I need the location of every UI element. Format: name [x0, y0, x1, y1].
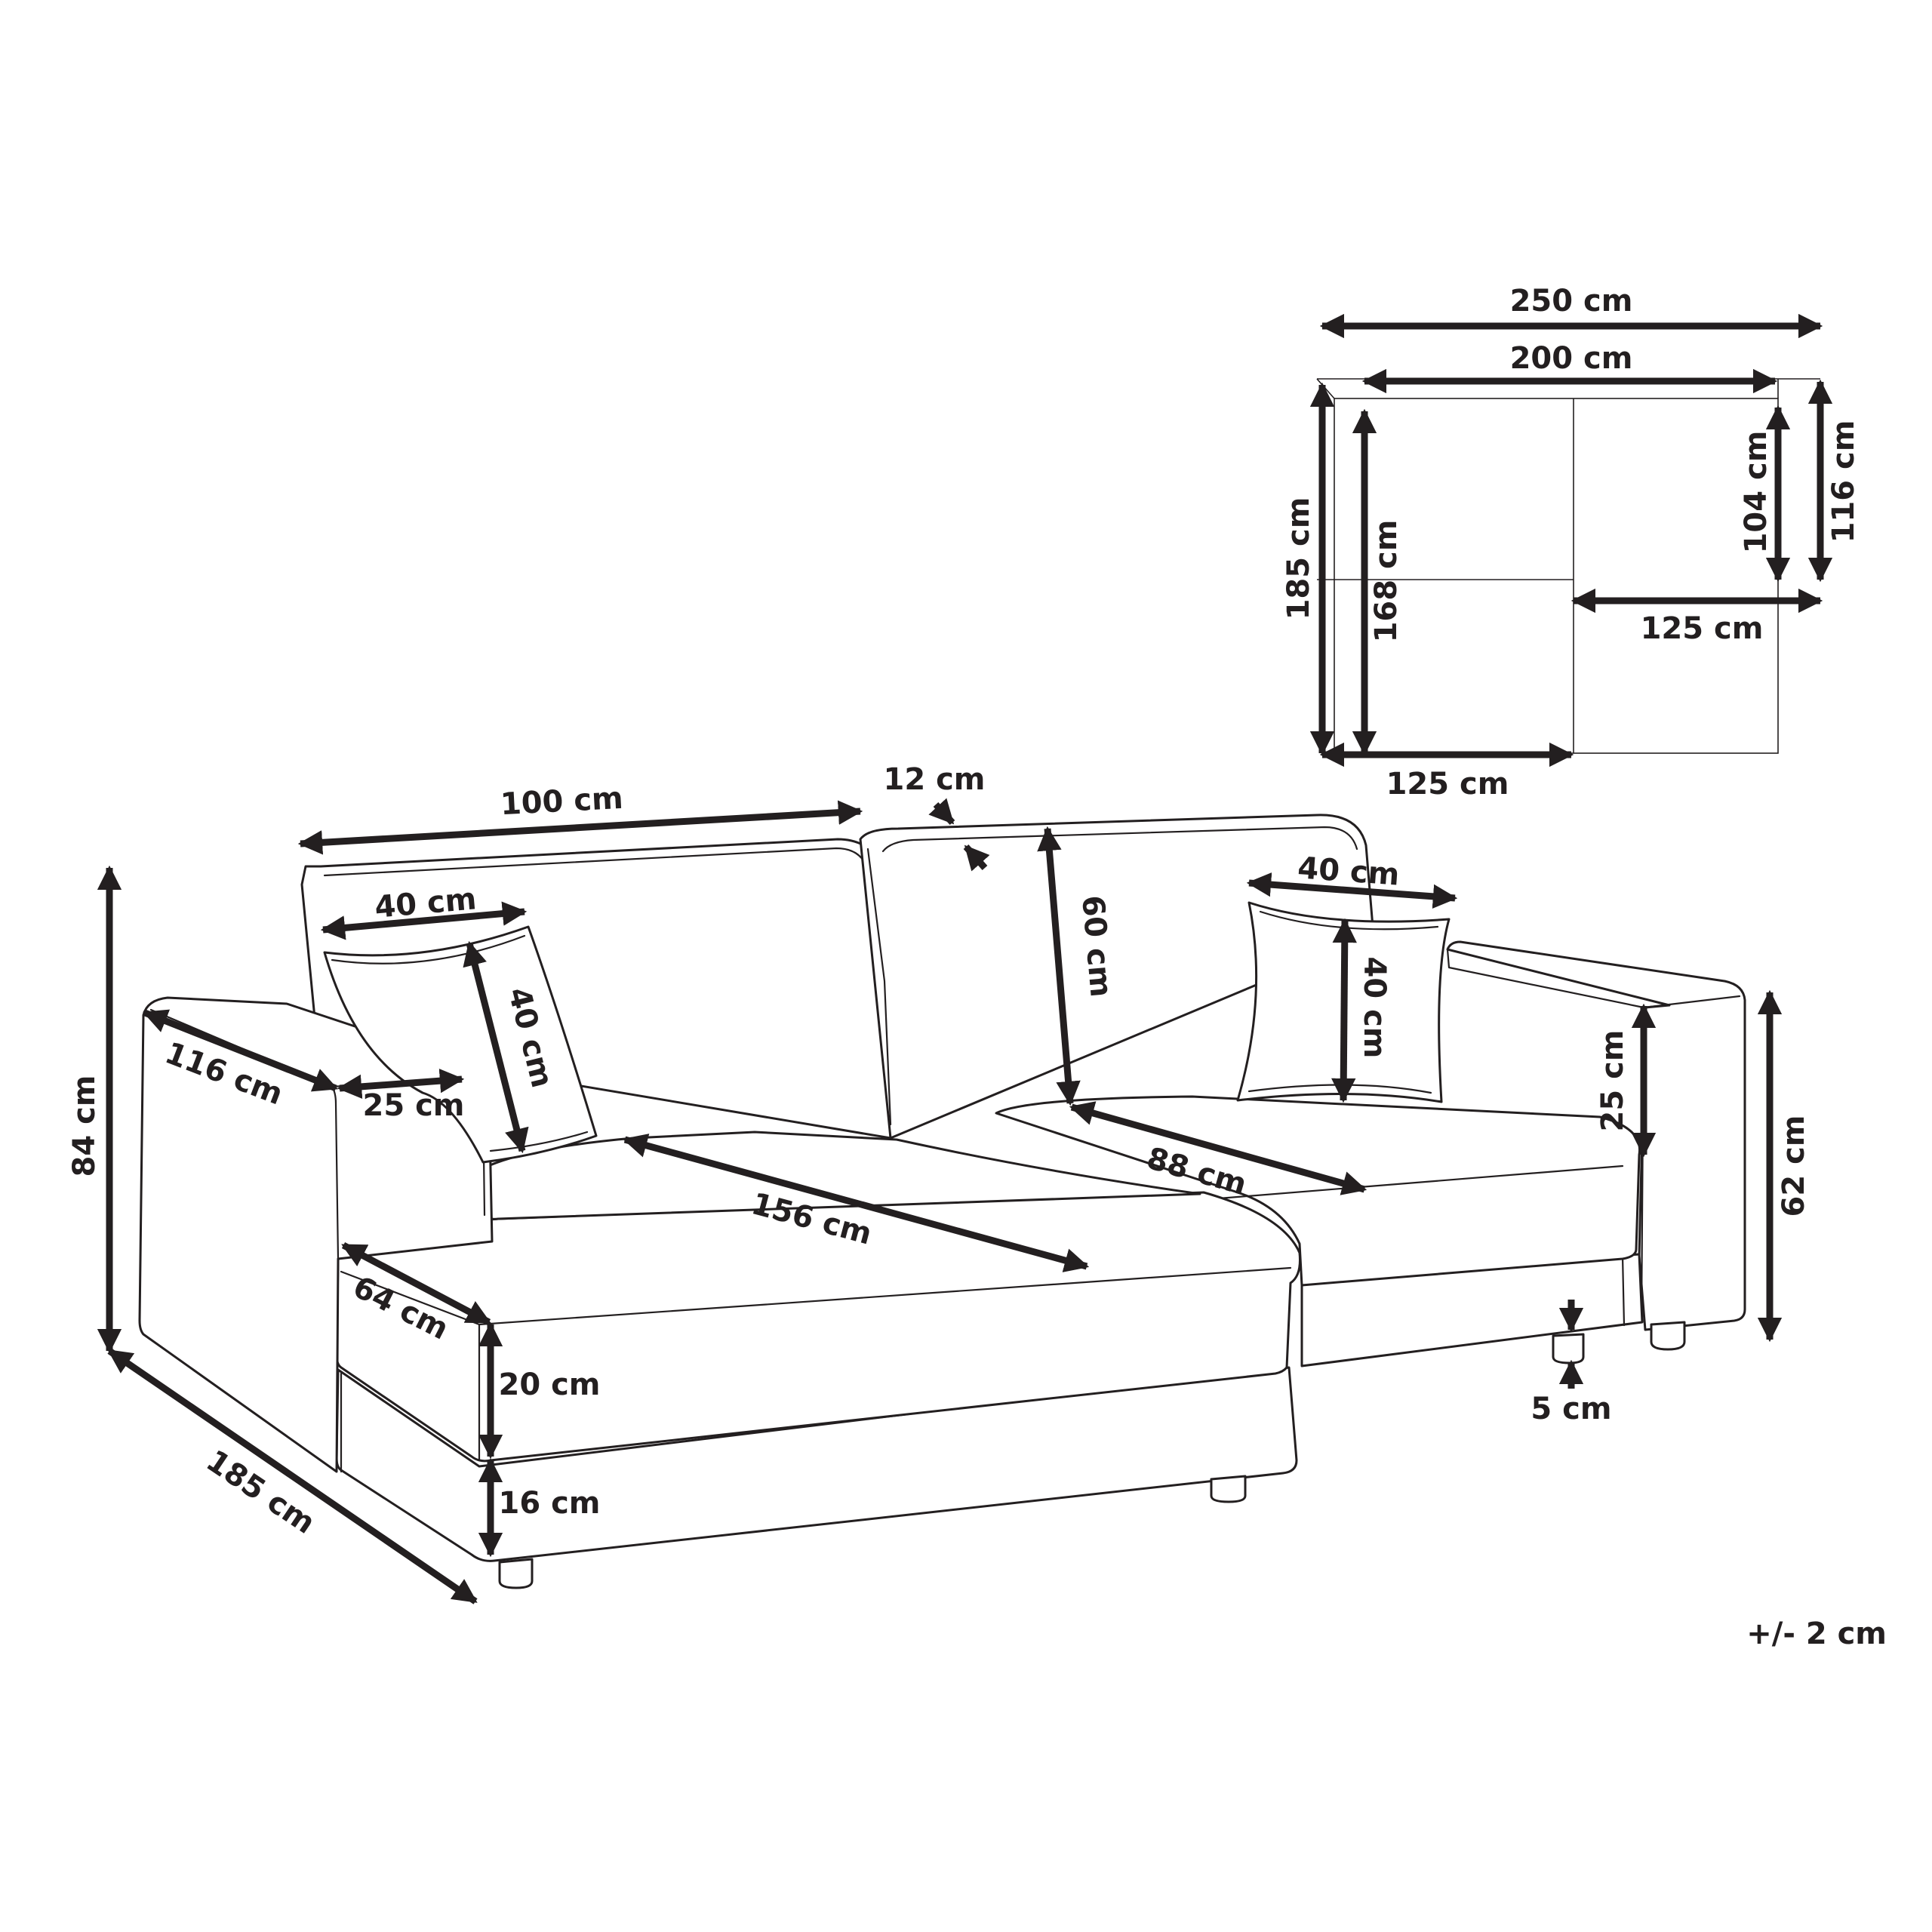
- dim-arrow-12-top: [928, 798, 955, 826]
- dim-arrow-156: [622, 1134, 1090, 1272]
- right-arm: [1446, 940, 1746, 1331]
- dim-arrow-12-bottom: [963, 844, 990, 872]
- sofa-drawing: [138, 814, 1746, 1589]
- tolerance-note: +/- 2 cm: [1746, 1617, 1887, 1651]
- dim-arrow-64: [341, 1242, 491, 1325]
- label-62: 62 cm: [1777, 1115, 1811, 1217]
- plan-view: 250 cm 200 cm 185 cm 168 cm 104 cm 116 c…: [1281, 284, 1861, 801]
- label-40-right-h: 40 cm: [1357, 957, 1392, 1059]
- dim-arrow-60: [1037, 826, 1081, 1106]
- label-168: 168 cm: [1369, 520, 1404, 643]
- leg-chaise-front: [498, 1558, 534, 1589]
- dim-arrow-40-left-w: [320, 901, 528, 940]
- label-25-right: 25 cm: [1595, 1030, 1630, 1132]
- label-200: 200 cm: [1510, 341, 1633, 376]
- label-185: 185 cm: [1281, 497, 1316, 620]
- leg-right-2: [1650, 1321, 1686, 1351]
- leg-right-1: [1552, 1333, 1585, 1364]
- label-40-right-w: 40 cm: [1297, 851, 1401, 892]
- dim-arrow-40-right-h: [1331, 918, 1357, 1103]
- label-20: 20 cm: [499, 1367, 601, 1402]
- dim-arrow-185: [107, 1348, 478, 1604]
- label-25-arm: 25 cm: [363, 1088, 465, 1123]
- label-125-bottom: 125 cm: [1386, 767, 1509, 801]
- backrest-divider: [866, 848, 892, 1126]
- label-125-right: 125 cm: [1641, 611, 1764, 646]
- dim-arrow-100: [297, 800, 863, 855]
- dim-arrow-88: [1069, 1101, 1367, 1195]
- dim-arrow-40-left-h: [463, 940, 529, 1154]
- backrest-right-inner: [881, 826, 1358, 853]
- leg-chaise-right: [1210, 1475, 1247, 1503]
- label-100: 100 cm: [500, 781, 624, 822]
- right-base-seam: [1621, 1254, 1626, 1327]
- label-250: 250 cm: [1510, 284, 1633, 318]
- dim-arrow-25-arm: [337, 1068, 465, 1100]
- label-12: 12 cm: [884, 762, 986, 797]
- dim-arrow-40-right-w: [1246, 872, 1458, 909]
- dim-arrow-116: [142, 1009, 339, 1092]
- label-104: 104 cm: [1739, 431, 1774, 554]
- label-116: 116 cm: [1826, 420, 1861, 543]
- backrest-right: [859, 814, 1375, 1140]
- label-5: 5 cm: [1531, 1392, 1611, 1426]
- right-arm-top: [1446, 948, 1741, 1009]
- label-16: 16 cm: [499, 1486, 601, 1521]
- label-84: 84 cm: [67, 1075, 102, 1177]
